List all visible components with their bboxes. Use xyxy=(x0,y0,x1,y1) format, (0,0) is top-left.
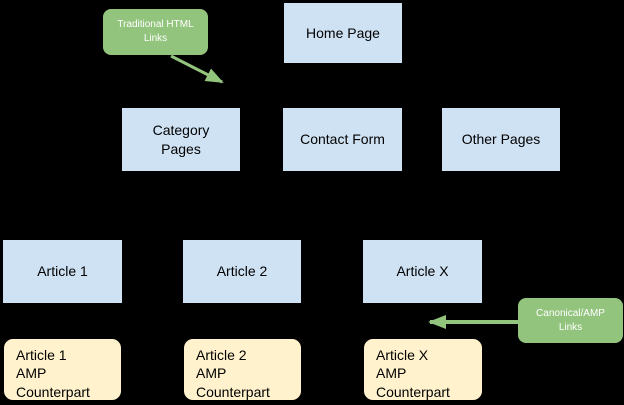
callout-traditional-html-links: Traditional HTML Links xyxy=(103,9,208,55)
node-home-page: Home Page xyxy=(283,2,403,64)
node-article-2-amp-counterpart: Article 2 AMP Counterpart xyxy=(183,338,302,401)
node-article-x-amp-counterpart: Article X AMP Counterpart xyxy=(363,338,483,401)
traditional-links-arrow xyxy=(170,54,224,84)
node-article-1-amp-counterpart: Article 1 AMP Counterpart xyxy=(3,338,122,401)
node-article-1: Article 1 xyxy=(2,239,123,304)
node-contact-form: Contact Form xyxy=(282,107,403,172)
node-article-x: Article X xyxy=(362,239,483,304)
node-article-2: Article 2 xyxy=(182,239,302,304)
node-other-pages: Other Pages xyxy=(441,107,561,172)
node-category-pages: Category Pages xyxy=(121,107,241,172)
callout-canonical-amp-links: Canonical/AMP Links xyxy=(518,298,623,343)
